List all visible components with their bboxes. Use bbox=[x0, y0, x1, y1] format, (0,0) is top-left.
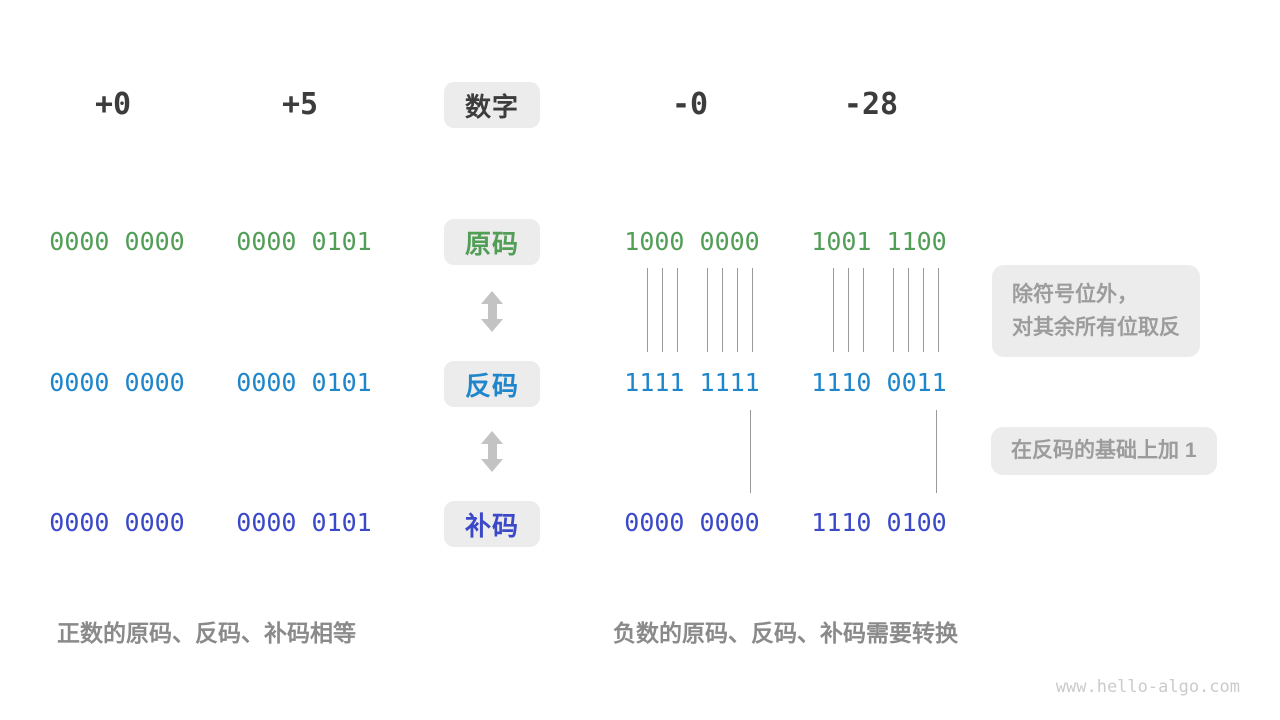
badge-ones-complement-label: 反码 bbox=[464, 370, 519, 401]
ones-value-pos5: 0000 0101 bbox=[236, 368, 372, 397]
updown-arrow-icon bbox=[481, 291, 503, 332]
sign-value-pos5: 0000 0101 bbox=[236, 227, 372, 256]
bit-flip-lines-neg0 bbox=[0, 268, 1280, 352]
header-badge-number-label: 数字 bbox=[464, 91, 519, 122]
badge-sign-magnitude: 原码 bbox=[444, 219, 540, 265]
caption-negative-numbers: 负数的原码、反码、补码需要转换 bbox=[613, 620, 958, 646]
header-number-pos0: +0 bbox=[94, 87, 132, 122]
updown-arrow-icon bbox=[481, 431, 503, 472]
badge-twos-complement-label: 补码 bbox=[464, 510, 519, 541]
sign-value-neg28: 1001 1100 bbox=[811, 227, 947, 256]
caption-positive-numbers: 正数的原码、反码、补码相等 bbox=[57, 620, 356, 646]
bit-flip-lines-neg28 bbox=[0, 268, 1280, 352]
badge-twos-complement: 补码 bbox=[444, 501, 540, 547]
callout-add-one: 在反码的基础上加 1 bbox=[991, 427, 1217, 475]
header-badge-number: 数字 bbox=[444, 82, 540, 128]
add-one-lines bbox=[0, 410, 1280, 493]
sign-value-neg0: 1000 0000 bbox=[624, 227, 760, 256]
callout-invert-line1: 除符号位外， bbox=[1012, 283, 1138, 306]
callout-add-one-label: 在反码的基础上加 1 bbox=[1011, 439, 1197, 462]
ones-value-pos0: 0000 0000 bbox=[49, 368, 185, 397]
watermark-url: www.hello-algo.com bbox=[1055, 677, 1240, 697]
header-number-neg0: -0 bbox=[671, 87, 709, 122]
header-number-neg28: -28 bbox=[843, 87, 899, 122]
twos-value-neg0: 0000 0000 bbox=[624, 508, 760, 537]
badge-sign-magnitude-label: 原码 bbox=[464, 228, 519, 259]
ones-value-neg28: 1110 0011 bbox=[811, 368, 947, 397]
twos-value-pos0: 0000 0000 bbox=[49, 508, 185, 537]
twos-value-neg28: 1110 0100 bbox=[811, 508, 947, 537]
badge-ones-complement: 反码 bbox=[444, 361, 540, 407]
callout-invert-line2: 对其余所有位取反 bbox=[1012, 316, 1180, 339]
sign-value-pos0: 0000 0000 bbox=[49, 227, 185, 256]
ones-value-neg0: 1111 1111 bbox=[624, 368, 760, 397]
header-number-pos5: +5 bbox=[281, 87, 319, 122]
callout-invert-bits: 除符号位外， 对其余所有位取反 bbox=[992, 265, 1200, 357]
twos-value-pos5: 0000 0101 bbox=[236, 508, 372, 537]
